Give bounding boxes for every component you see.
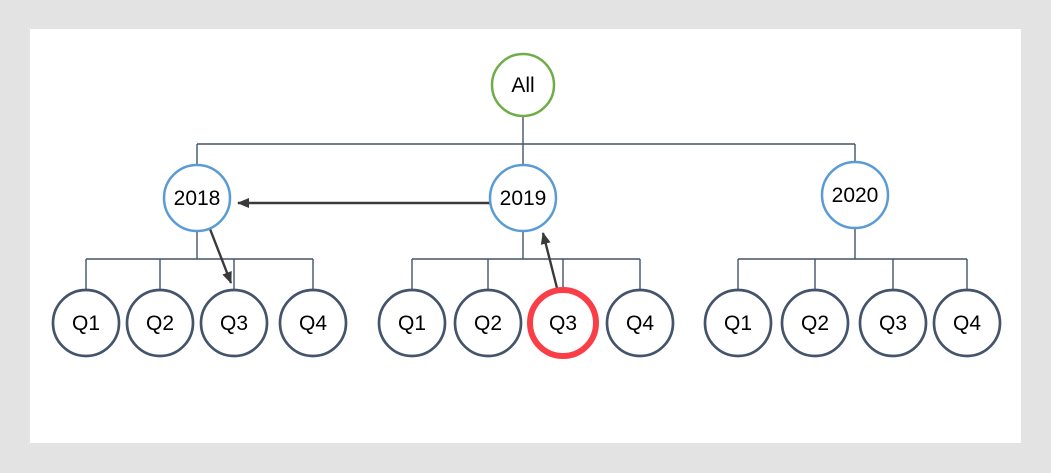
node-2019[interactable]: 2019 [488,163,558,233]
node-2019-q4[interactable]: Q4 [605,288,675,358]
node-2019-q1-label: Q1 [398,312,426,335]
node-2018-q4[interactable]: Q4 [278,288,348,358]
node-2020-q1-circle [703,288,773,358]
node-2018-q1[interactable]: Q1 [51,288,121,358]
node-2020-q4[interactable]: Q4 [932,288,1002,358]
node-2018-q3-label: Q3 [220,312,248,335]
node-2018-circle [162,163,232,233]
node-2018-q1-circle [51,288,121,358]
node-2018-q4-circle [278,288,348,358]
node-2020-label: 2020 [832,184,879,207]
node-2019-circle [488,163,558,233]
node-2019-q1[interactable]: Q1 [377,288,447,358]
node-2020-q3-circle [858,288,928,358]
connector-2019-to-quarters [411,231,641,290]
node-2018-q2-circle [125,288,195,358]
node-2019-q3-highlight-circle [527,287,599,359]
node-2019-q1-circle [377,288,447,358]
node-2018-q2-label: Q2 [146,312,174,335]
node-2019-q2[interactable]: Q2 [453,288,523,358]
node-2020-q3-label: Q3 [879,312,907,335]
node-2019-label: 2019 [500,187,547,210]
node-2018-label: 2018 [174,187,221,210]
node-2020[interactable]: 2020 [820,160,890,230]
node-2020-q2-circle [780,288,850,358]
node-2018-q3[interactable]: Q3 [199,288,269,358]
node-2019-q3-highlighted[interactable]: Q3 [527,287,599,359]
node-2019-q2-circle [453,288,523,358]
node-2020-circle [820,160,890,230]
node-2019-q3-label: Q3 [549,312,577,335]
node-2018-q1-label: Q1 [72,312,100,335]
node-2018-q2[interactable]: Q2 [125,288,195,358]
arrow-2018-to-2018-q3 [208,228,233,284]
node-2020-q1-label: Q1 [724,312,752,335]
node-2018[interactable]: 2018 [162,163,232,233]
node-2019-q4-circle [605,288,675,358]
connector-root-to-years [196,116,856,165]
node-2020-q3[interactable]: Q3 [858,288,928,358]
node-2020-q4-label: Q4 [953,312,981,335]
node-2018-q3-circle [199,288,269,358]
node-2020-q2-label: Q2 [801,312,829,335]
node-2020-q4-circle [932,288,1002,358]
node-all-label: All [511,74,534,97]
connector-2020-to-quarters [737,228,968,290]
node-2019-q2-label: Q2 [474,312,502,335]
connector-2018-to-quarters [85,231,314,290]
node-2018-q4-label: Q4 [299,312,327,335]
arrow-2019-q3-to-2019 [540,232,559,289]
node-all[interactable]: All [490,52,556,118]
node-all-circle [490,52,556,118]
node-2020-q2[interactable]: Q2 [780,288,850,358]
node-2020-q1[interactable]: Q1 [703,288,773,358]
node-2019-q4-label: Q4 [626,312,654,335]
